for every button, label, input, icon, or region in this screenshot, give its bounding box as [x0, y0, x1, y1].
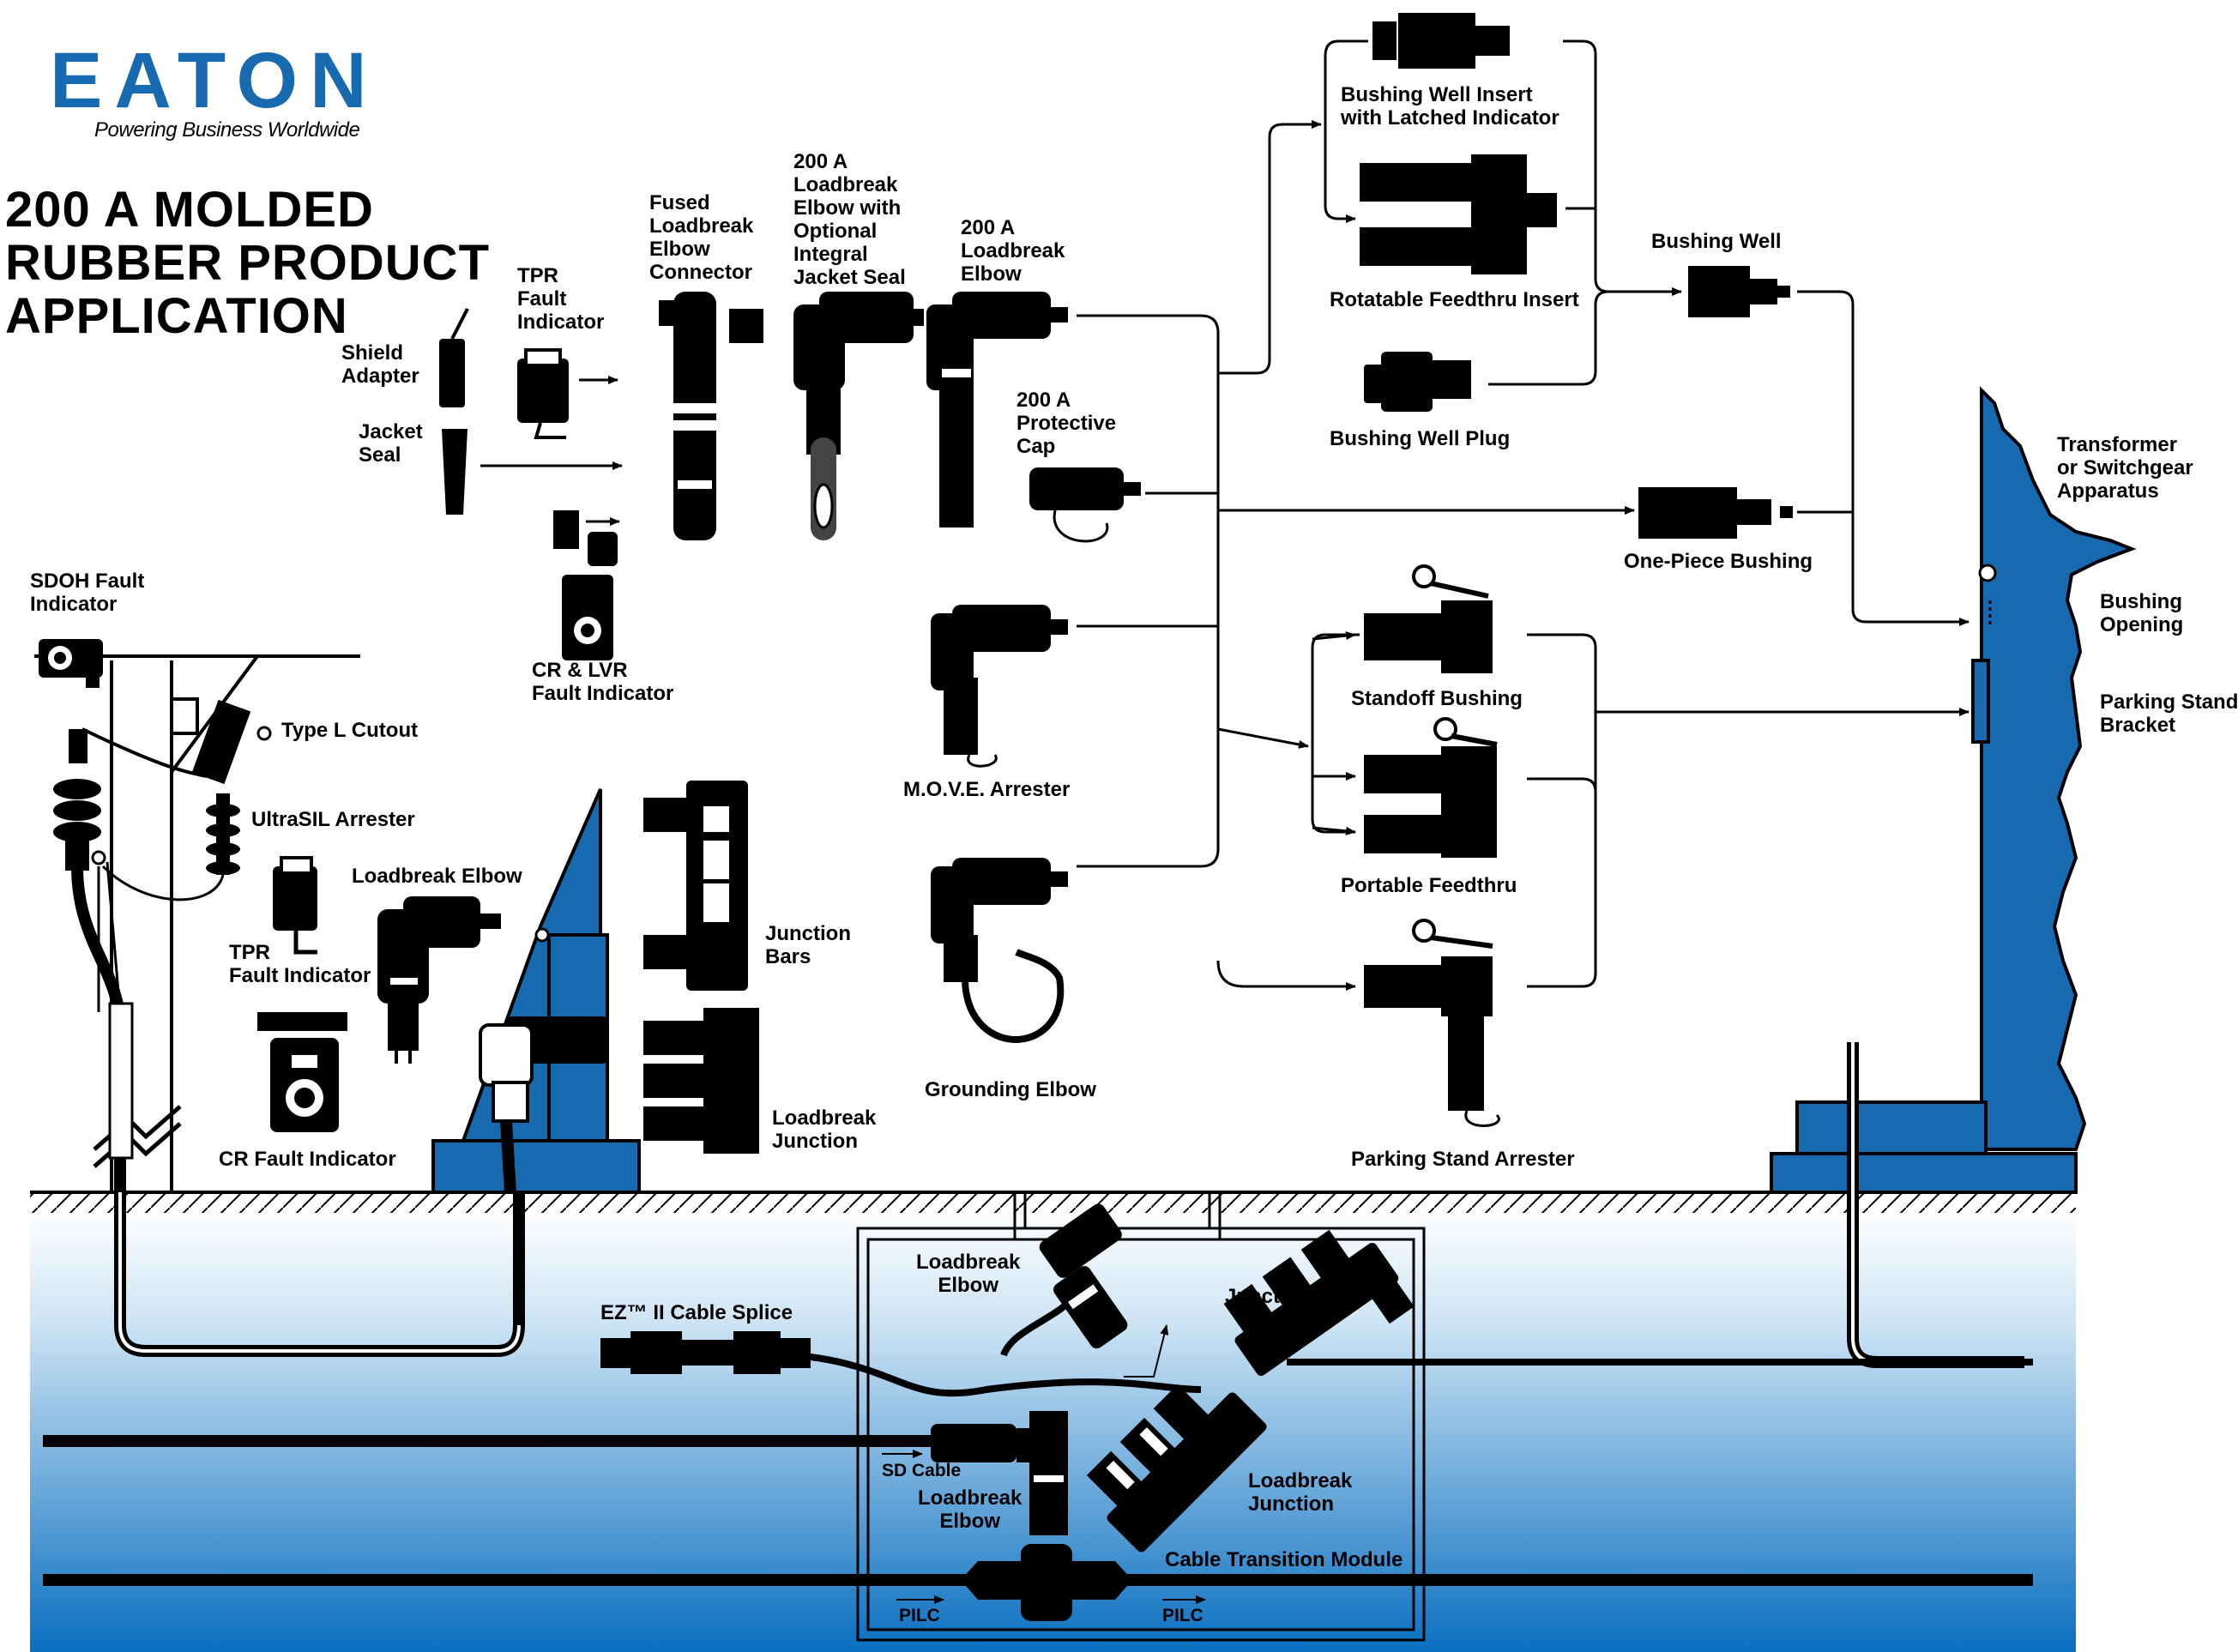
- label-bushing-well: Bushing Well: [1651, 230, 1782, 253]
- label-shield-adapter: Shield Adapter: [341, 341, 419, 388]
- label-tpr-fault-indicator-top: TPR Fault Indicator: [517, 264, 605, 334]
- loadbreak-elbow-mid: [377, 896, 501, 1064]
- label-pilc-left: PILC: [899, 1606, 940, 1625]
- label-type-l-cutout: Type L Cutout: [281, 719, 419, 742]
- pole-wire: [81, 727, 207, 778]
- pole-insulator: [53, 729, 106, 871]
- ultrasil-arrester: [101, 793, 240, 901]
- cr-lvr-fault-indicator: [553, 510, 618, 660]
- label-loadbreak-junction-top: Loadbreak Junction: [772, 1106, 877, 1153]
- label-loadbreak-elbow-underground-bottom: Loadbreak Elbow: [918, 1486, 1022, 1533]
- loadbreak-junction-top: [643, 1008, 759, 1154]
- bushing-well: [1688, 266, 1790, 317]
- connector-lines: [1077, 120, 1635, 991]
- brand-logo: EATON: [50, 37, 379, 124]
- standoff-bushing: [1364, 564, 1493, 673]
- underground-junction-bars: [1223, 1229, 1415, 1377]
- bushing-well-insert: [1372, 13, 1510, 69]
- enclosure-elbow: [479, 1016, 609, 1193]
- label-parking-stand-arrester: Parking Stand Arrester: [1351, 1148, 1575, 1171]
- jacket-seal: [442, 429, 468, 515]
- loadbreak-elbow-200a: [926, 292, 1068, 528]
- bushing-well-plug: [1364, 352, 1471, 412]
- label-bushing-well-plug: Bushing Well Plug: [1330, 427, 1511, 450]
- fused-loadbreak-elbow: [659, 292, 763, 540]
- brand-tagline: Powering Business Worldwide: [94, 118, 360, 142]
- label-fused-loadbreak-elbow-connector: Fused Loadbreak Elbow Connector: [649, 191, 754, 284]
- label-jacket-seal: Jacket Seal: [359, 420, 423, 467]
- label-loadbreak-elbow-200a: 200 A Loadbreak Elbow: [961, 216, 1065, 286]
- rotatable-feedthru-insert: [1360, 154, 1557, 274]
- one-piece-bushing: [1638, 487, 1793, 539]
- label-rotatable-feedthru-insert: Rotatable Feedthru Insert: [1330, 288, 1579, 311]
- parking-stand-arrester: [1364, 919, 1500, 1127]
- label-portable-feedthru: Portable Feedthru: [1341, 874, 1517, 897]
- protective-cap: [1029, 467, 1141, 543]
- label-sdoh-fault-indicator: SDOH Fault Indicator: [30, 570, 145, 616]
- label-loadbreak-elbow-mid: Loadbreak Elbow: [352, 865, 522, 888]
- transformer-apparatus: [1770, 386, 2137, 1194]
- label-cr-fault-indicator: CR Fault Indicator: [219, 1148, 396, 1171]
- label-standoff-bushing: Standoff Bushing: [1351, 687, 1523, 710]
- underground-loadbreak-elbow-top: [1039, 1203, 1128, 1349]
- shield-adapter: [439, 308, 469, 407]
- label-cable-transition-module: Cable Transition Module: [1165, 1548, 1403, 1571]
- label-one-piece-bushing: One-Piece Bushing: [1624, 550, 1813, 573]
- page-title: 200 A MOLDED RUBBER PRODUCT APPLICATION: [5, 182, 490, 344]
- cr-fault-indicator: [257, 1012, 347, 1132]
- label-pilc-right: PILC: [1162, 1606, 1203, 1625]
- portable-feedthru: [1364, 717, 1498, 858]
- label-protective-cap: 200 A Protective Cap: [1016, 389, 1117, 458]
- grounding-elbow: [931, 858, 1068, 1043]
- tpr-fault-indicator-mid: [273, 856, 317, 955]
- label-junction-bars-top: Junction Bars: [765, 922, 851, 968]
- label-sd-cable: SD Cable: [882, 1461, 962, 1480]
- label-loadbreak-junction-underground: Loadbreak Junction: [1248, 1469, 1353, 1516]
- label-loadbreak-elbow-underground-top: Loadbreak Elbow: [916, 1251, 1021, 1297]
- ez-cable-splice: [600, 1331, 811, 1374]
- underground-loadbreak-elbow-bottom: [931, 1411, 1132, 1621]
- junction-bars: [643, 781, 748, 991]
- type-l-cutout: [170, 697, 272, 785]
- label-cr-lvr-fault-indicator: CR & LVR Fault Indicator: [532, 659, 674, 705]
- label-move-arrester: M.O.V.E. Arrester: [903, 778, 1071, 801]
- label-bushing-opening: Bushing Opening: [2100, 590, 2184, 636]
- label-tpr-fault-indicator-mid: TPR Fault Indicator: [229, 941, 371, 987]
- label-parking-stand-bracket: Parking Stand Bracket: [2100, 690, 2238, 737]
- move-arrester: [931, 605, 1068, 768]
- underground-loadbreak-junction: [1086, 1384, 1267, 1553]
- cable-transition-module-box: [856, 1192, 1426, 1642]
- ground-hatch: [30, 1194, 2076, 1213]
- loadbreak-elbow-optional-jacket: [793, 292, 924, 540]
- label-ultrasil-arrester: UltraSIL Arrester: [251, 808, 415, 831]
- label-junction-bars-underground: Junction Bars: [1225, 1285, 1311, 1331]
- label-ez-cable-splice: EZ™ II Cable Splice: [600, 1301, 793, 1324]
- label-loadbreak-elbow-optional-jacket: 200 A Loadbreak Elbow with Optional Inte…: [793, 150, 906, 289]
- label-bushing-well-insert: Bushing Well Insert with Latched Indicat…: [1341, 83, 1559, 130]
- padmount-enclosure: [431, 788, 641, 1194]
- label-grounding-elbow: Grounding Elbow: [925, 1078, 1096, 1101]
- sdoh-fault-indicator: [39, 639, 103, 688]
- tpr-fault-indicator-top: [517, 348, 569, 439]
- label-transformer-apparatus: Transformer or Switchgear Apparatus: [2057, 433, 2193, 503]
